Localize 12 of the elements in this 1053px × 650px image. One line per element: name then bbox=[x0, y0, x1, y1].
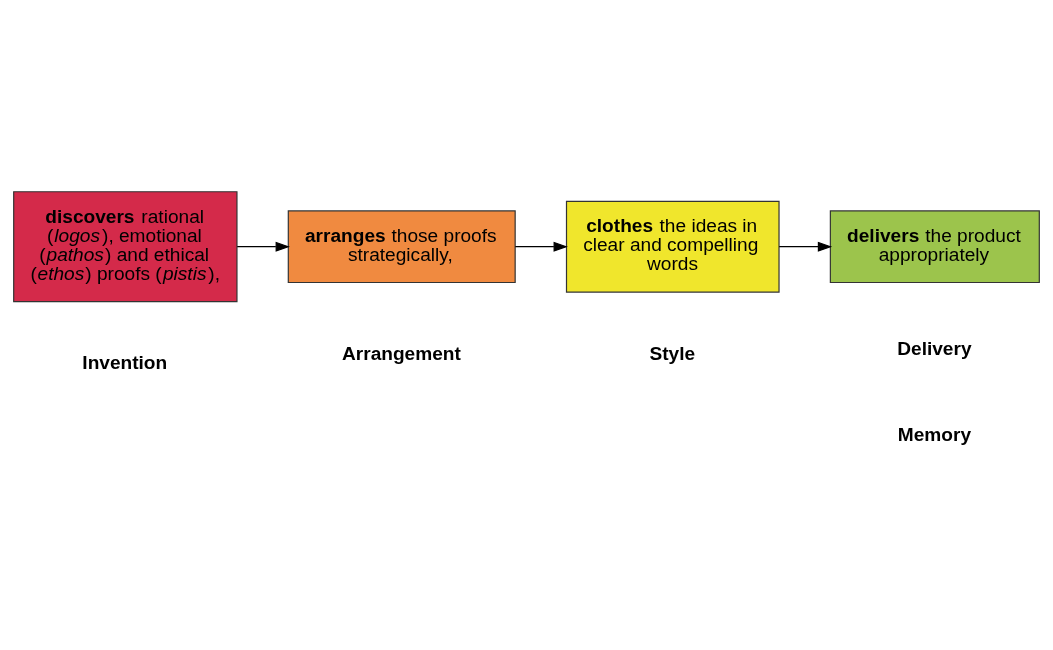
label: Delivery bbox=[897, 337, 972, 359]
node-box: discovers rational (logos), emotional (pathos) and ethical (ethos) proofs (pistis), bbox=[13, 190, 238, 302]
label: Style bbox=[649, 342, 696, 364]
label: Invention bbox=[82, 351, 168, 373]
arrow bbox=[778, 241, 833, 252]
arrow bbox=[236, 241, 290, 252]
node-box: arranges those proofs strategically, bbox=[287, 209, 516, 283]
label: Arrangement bbox=[342, 342, 461, 364]
label: Memory bbox=[897, 423, 972, 445]
node-box: clothes the ideas in clear and compelling words bbox=[565, 200, 780, 293]
node-box: delivers the product appropriately bbox=[829, 209, 1040, 283]
arrow bbox=[514, 241, 568, 252]
